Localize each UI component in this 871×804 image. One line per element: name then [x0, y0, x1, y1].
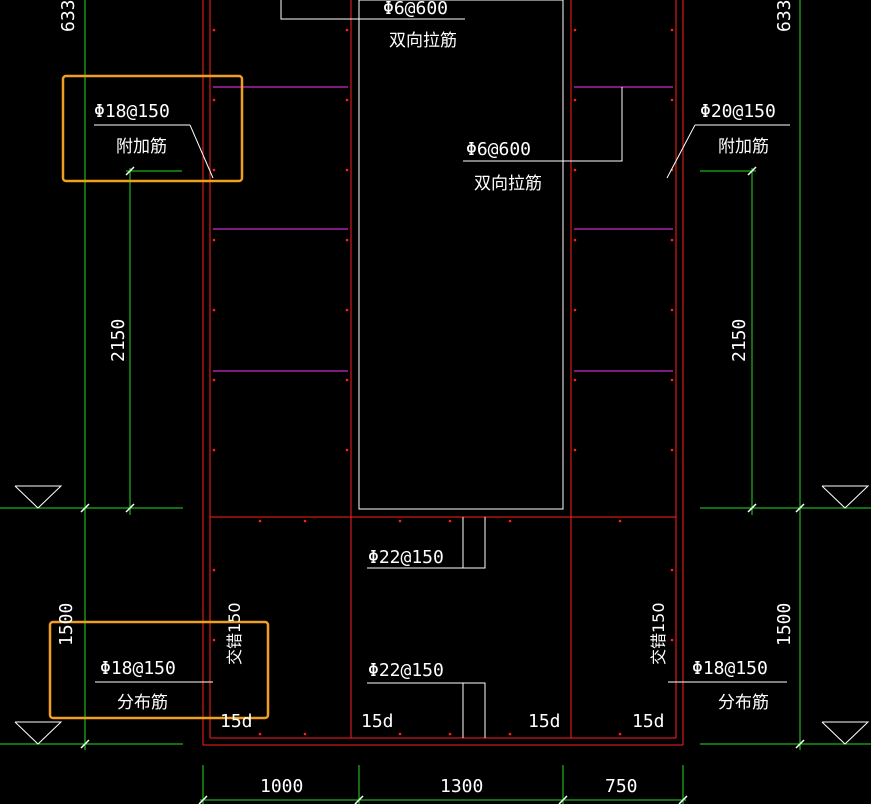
rebar-dots — [212, 28, 674, 736]
bottom-dim-1: 1000 — [260, 776, 303, 797]
anchor-label: 15d — [361, 711, 394, 732]
dim-2150-right: 2150 — [729, 319, 750, 362]
tie-bar-mid-desc: 双向拉筋 — [474, 174, 542, 194]
highlight-boxes — [48, 74, 270, 720]
tie-bar-top-desc: 双向拉筋 — [389, 31, 457, 51]
tie-bar-mid-spec: Φ6@600 — [466, 139, 531, 160]
anchor-label: 15d — [528, 711, 561, 732]
stagger-left-label: 交错150 — [225, 602, 244, 665]
tie-bar-top-spec: Φ6@600 — [383, 0, 448, 19]
tie-bars — [213, 86, 673, 372]
add-bar-left-desc: 附加筋 — [116, 137, 167, 157]
elevation-left-label: 6330 — [58, 0, 79, 32]
bottom-bar-upper-spec: Φ22@150 — [368, 547, 444, 568]
elevation-right-label: 6330 — [774, 0, 795, 32]
dimension-ticks — [80, 166, 805, 804]
dist-bar-left-spec: Φ18@150 — [100, 658, 176, 679]
anchor-label: 15d — [220, 711, 253, 732]
bottom-bar-lower-spec: Φ22@150 — [368, 660, 444, 681]
dim-1500-right: 1500 — [774, 603, 795, 646]
add-bar-right-desc: 附加筋 — [718, 137, 769, 157]
add-bar-right-spec: Φ20@150 — [700, 101, 776, 122]
dist-bar-left-desc: 分布筋 — [117, 693, 168, 713]
leader-lines — [94, 0, 790, 738]
anchor-label: 15d — [632, 711, 665, 732]
bottom-dim-2: 1300 — [440, 776, 483, 797]
add-bar-left-spec: Φ18@150 — [94, 101, 170, 122]
stagger-right-label: 交错150 — [649, 602, 668, 665]
dist-bar-right-spec: Φ18@150 — [692, 658, 768, 679]
dim-2150-left: 2150 — [108, 319, 129, 362]
concrete-outline — [202, 0, 684, 746]
dist-bar-right-desc: 分布筋 — [718, 693, 769, 713]
elevation-symbols — [14, 485, 870, 745]
dim-1500-left: 1500 — [56, 603, 77, 646]
bottom-dim-3: 750 — [605, 776, 638, 797]
